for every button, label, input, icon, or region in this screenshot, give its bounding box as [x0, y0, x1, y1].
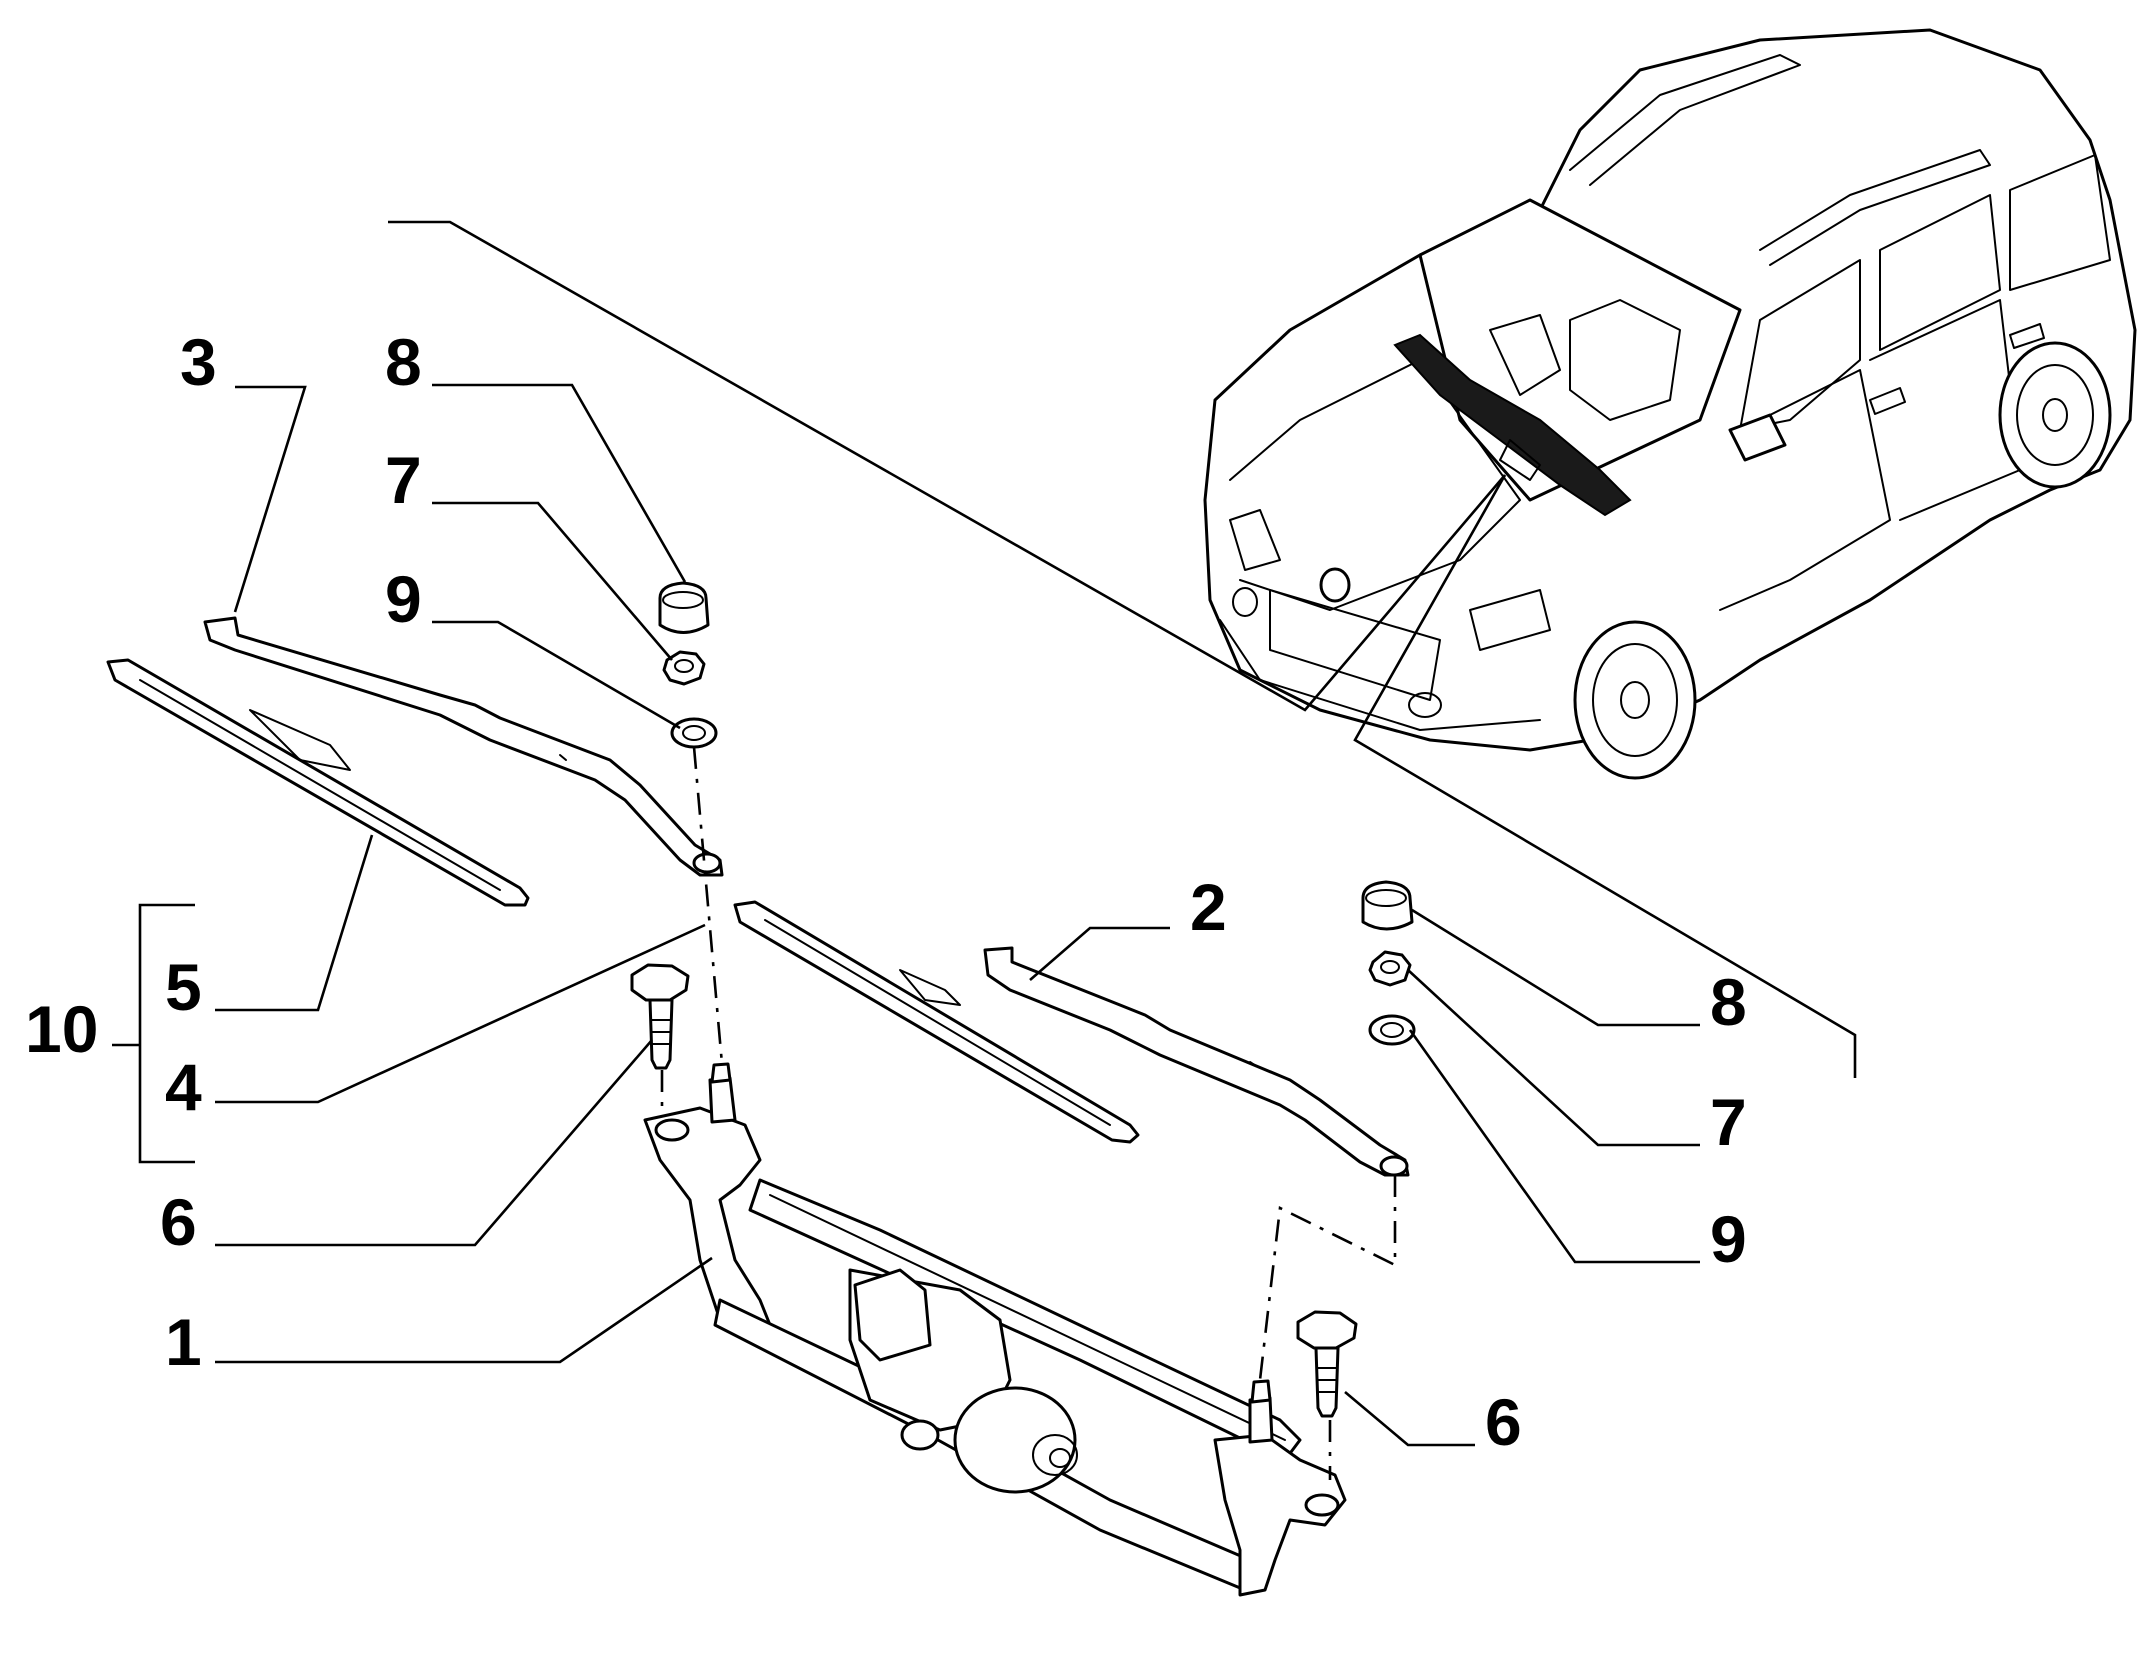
leader-lines [112, 220, 1857, 1447]
callout-6-left: 6 [160, 1185, 197, 1259]
callout-1: 1 [165, 1305, 202, 1379]
wiper-arm-left [203, 616, 724, 877]
nut-left [662, 650, 706, 686]
wiper-linkage-motor [643, 1062, 1347, 1597]
cap-right [1361, 880, 1414, 931]
callout-8-left: 8 [385, 325, 422, 399]
wiper-blade-left [106, 658, 530, 907]
cap-left [658, 581, 710, 634]
callout-7-right: 7 [1710, 1085, 1747, 1159]
callout-8-right: 8 [1710, 965, 1747, 1039]
wiper-blade-right [733, 900, 1140, 1144]
alignment-lines [660, 746, 1397, 1480]
callout-10: 10 [25, 992, 98, 1066]
nut-right [1368, 950, 1412, 987]
callout-4: 4 [165, 1050, 202, 1124]
callout-9-right: 9 [1710, 1202, 1747, 1276]
wiper-arm-right [983, 946, 1410, 1177]
car-illustration [1203, 28, 2137, 780]
callout-6-right: 6 [1485, 1385, 1522, 1459]
callout-2: 2 [1190, 870, 1227, 944]
washer-left [670, 717, 718, 749]
callout-labels: 3 8 7 9 5 10 4 6 1 2 8 7 9 6 [25, 325, 1747, 1459]
bolt-left [630, 963, 690, 1070]
callout-3: 3 [180, 325, 217, 399]
bolt-right [1296, 1310, 1358, 1418]
callout-7-left: 7 [385, 443, 422, 517]
callout-5: 5 [165, 950, 202, 1024]
callout-9-left: 9 [385, 562, 422, 636]
washer-right [1368, 1014, 1416, 1046]
